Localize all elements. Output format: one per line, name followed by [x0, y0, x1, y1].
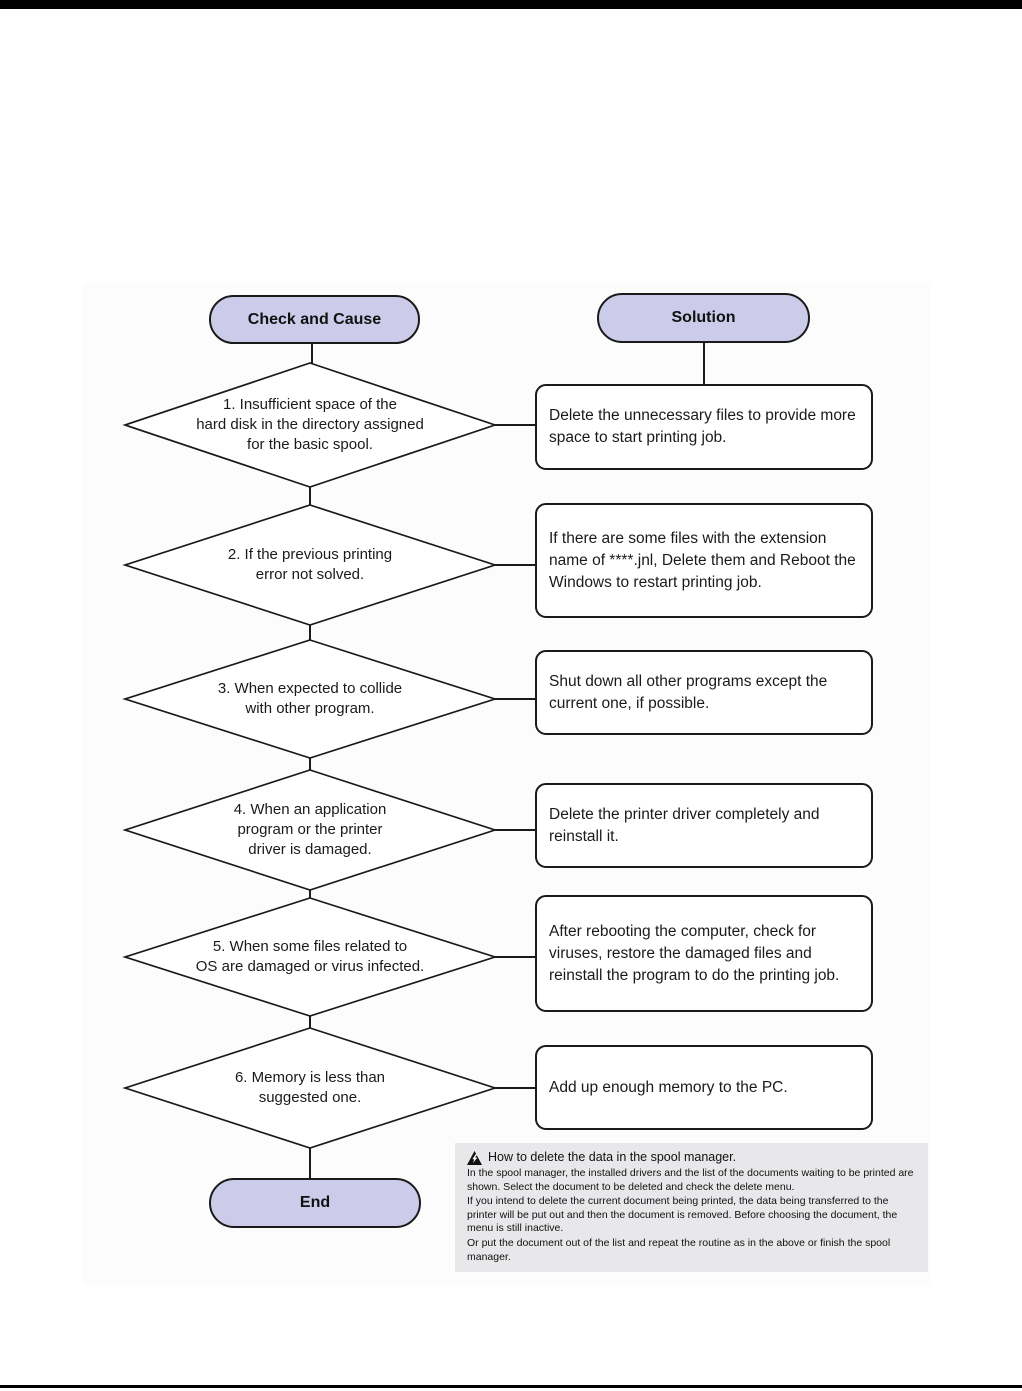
- decision-4-line-1: 4. When an application: [233, 801, 387, 818]
- decision-1-line-2: hard disk in the directory assigned: [196, 416, 424, 433]
- spool-manager-note: How to delete the data in the spool mana…: [455, 1143, 928, 1272]
- note-body: In the spool manager, the installed driv…: [467, 1167, 916, 1264]
- decision-3-line-1: 3. When expected to collide: [217, 680, 403, 697]
- solution-box-3: Shut down all other programs except the …: [535, 650, 873, 735]
- decision-text-3: 3. When expected to collide with other p…: [140, 679, 480, 719]
- solution-text-3: Shut down all other programs except the …: [549, 672, 828, 712]
- header-check-and-cause: Check and Cause: [209, 295, 420, 344]
- decision-text-5: 5. When some files related to OS are dam…: [140, 937, 480, 977]
- decision-3-line-2: with other program.: [245, 700, 375, 717]
- decision-2-line-1: 2. If the previous printing: [227, 546, 393, 563]
- note-paragraph-2: If you intend to delete the current docu…: [467, 1195, 898, 1235]
- decision-5-line-2: OS are damaged or virus infected.: [195, 958, 425, 975]
- decision-text-1: 1. Insufficient space of the hard disk i…: [140, 395, 480, 455]
- decision-diamond-4: [122, 769, 498, 891]
- decision-2-line-2: error not solved.: [255, 566, 365, 583]
- end-node: End: [209, 1178, 421, 1228]
- decision-text-2: 2. If the previous printing error not so…: [140, 545, 480, 585]
- decision-diamond-6: [122, 1027, 498, 1149]
- solution-text-4: Delete the printer driver completely and…: [549, 805, 820, 845]
- decision-4-line-3: driver is damaged.: [248, 841, 372, 858]
- decision-diamond-5: [122, 897, 498, 1017]
- solution-text-6: Add up enough memory to the PC.: [549, 1078, 788, 1096]
- solution-box-1: Delete the unnecessary files to provide …: [535, 384, 873, 470]
- solution-text-1: Delete the unnecessary files to provide …: [549, 407, 856, 446]
- note-paragraph-3: Or put the document out of the list and …: [467, 1236, 891, 1263]
- note-title-text: How to delete the data in the spool mana…: [488, 1150, 737, 1164]
- warning-triangle-icon: [467, 1150, 482, 1165]
- decision-diamond-2: [122, 504, 498, 626]
- decision-1-line-1: 1. Insufficient space of the: [222, 396, 397, 413]
- solution-box-2: If there are some files with the extensi…: [535, 503, 873, 618]
- solution-text-2: If there are some files with the extensi…: [549, 529, 856, 591]
- decision-6-line-1: 6. Memory is less than: [234, 1069, 386, 1086]
- note-paragraph-1: In the spool manager, the installed driv…: [467, 1167, 914, 1193]
- end-node-label: End: [299, 1194, 331, 1211]
- decision-4-line-2: program or the printer: [237, 821, 383, 838]
- page-bottom-rule: [0, 1385, 1022, 1388]
- header-check-and-cause-label: Check and Cause: [247, 310, 382, 328]
- decision-5-line-1: 5. When some files related to: [212, 938, 408, 955]
- decision-diamond-1: [122, 362, 498, 488]
- header-solution: Solution: [597, 293, 810, 343]
- header-solution-label: Solution: [671, 309, 736, 326]
- solution-box-6: Add up enough memory to the PC.: [535, 1045, 873, 1130]
- decision-6-line-2: suggested one.: [258, 1089, 362, 1106]
- decision-1-line-3: for the basic spool.: [247, 436, 373, 453]
- note-title-row: How to delete the data in the spool mana…: [467, 1149, 916, 1166]
- decision-diamond-3: [122, 639, 498, 759]
- page-top-rule: [0, 0, 1022, 9]
- decision-text-6: 6. Memory is less than suggested one.: [140, 1068, 480, 1108]
- solution-text-5: After rebooting the computer, check for …: [549, 922, 840, 984]
- decision-text-4: 4. When an application program or the pr…: [140, 800, 480, 860]
- decision-diamonds: [122, 362, 498, 1149]
- solution-box-4: Delete the printer driver completely and…: [535, 783, 873, 868]
- solution-box-5: After rebooting the computer, check for …: [535, 895, 873, 1012]
- connector-lines: [309, 343, 705, 1178]
